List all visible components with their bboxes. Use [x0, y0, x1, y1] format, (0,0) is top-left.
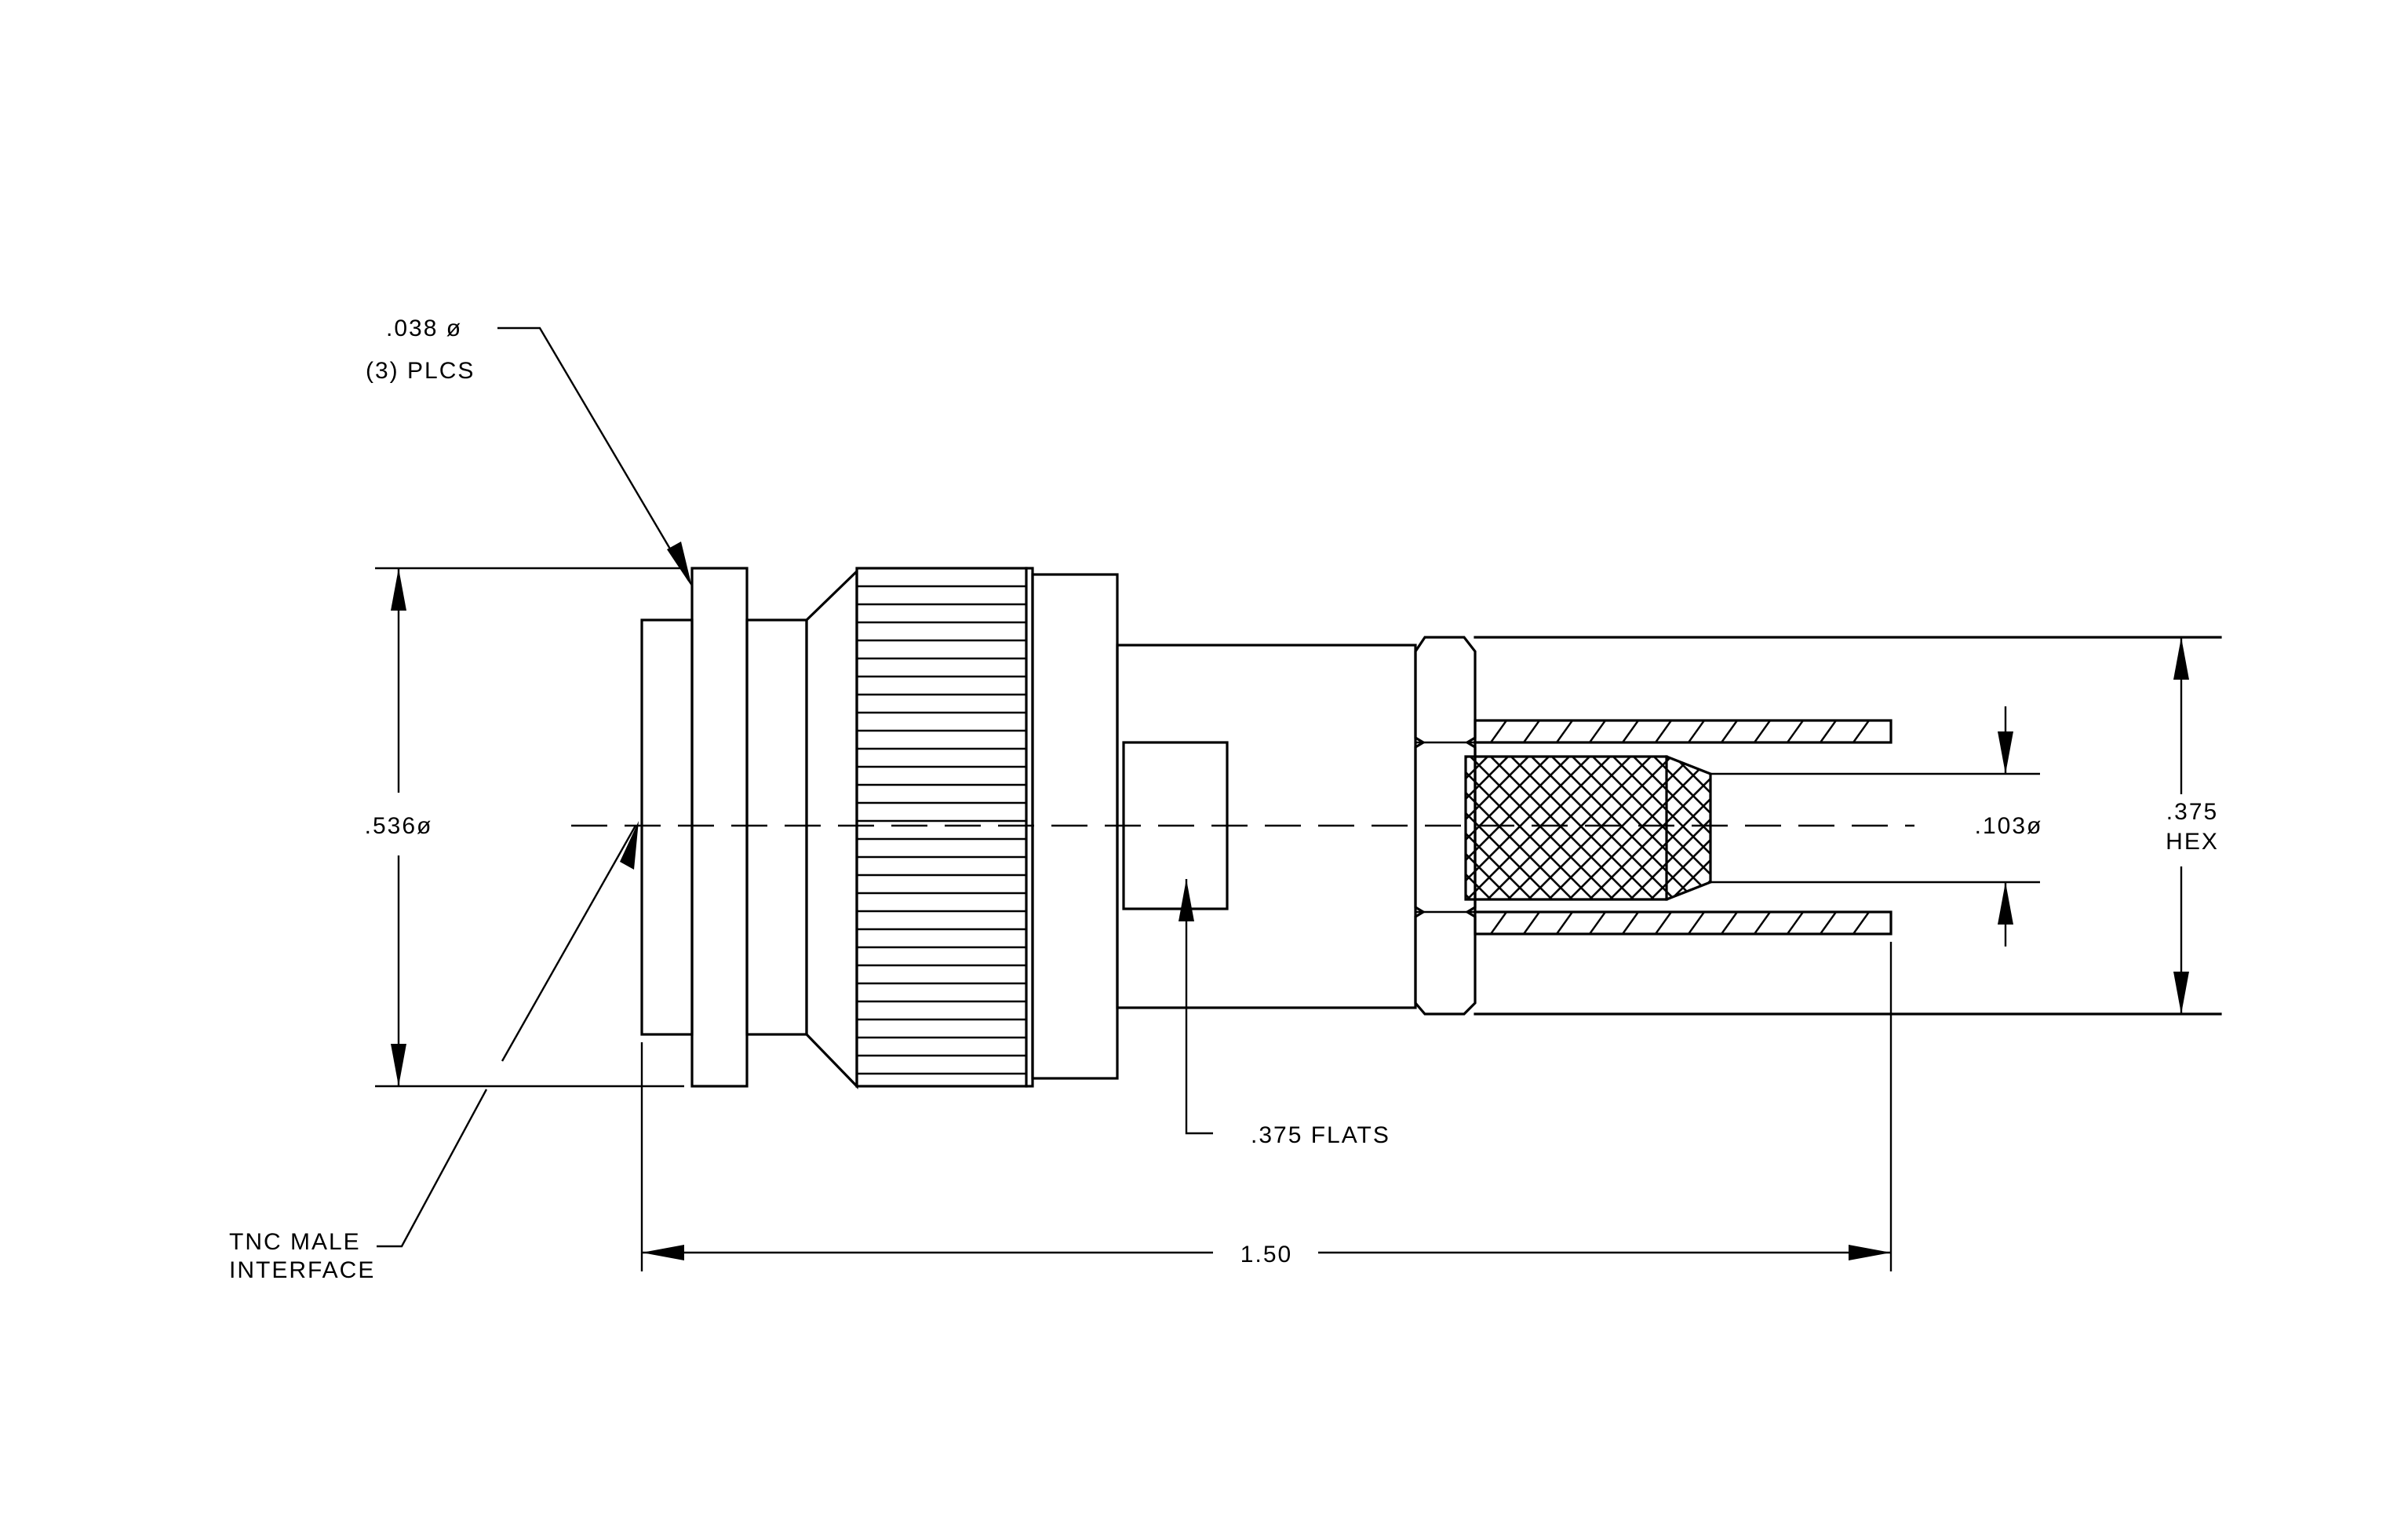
body-diameter-label: .536ø [365, 813, 433, 839]
section-hatch [1787, 911, 1804, 935]
hex-label-value: .375 [2166, 799, 2218, 825]
interface-ring [640, 618, 694, 1036]
length-label: 1.50 [1240, 1242, 1292, 1268]
section-hatch [1721, 720, 1738, 743]
section-hatch [1754, 911, 1771, 935]
section-hatch [1688, 720, 1705, 743]
center-pin [1710, 772, 2040, 884]
flats-leader: .375 FLATS [1178, 879, 1390, 1148]
section-hatch [1622, 720, 1639, 743]
section-hatch [1556, 911, 1573, 935]
insulator [1464, 755, 1712, 901]
section-hatch [1523, 720, 1540, 743]
pin-diameter-label: .103ø [1975, 813, 2043, 839]
nut-chamfer [805, 568, 858, 1089]
flats-label: .375 FLATS [1251, 1122, 1390, 1148]
section-hatch [1556, 720, 1573, 743]
extension-lines [375, 567, 1893, 1271]
section-hatch [1754, 720, 1771, 743]
hole-count-label: (3) PLCS [366, 358, 475, 384]
hole-diameter-label: .038 ø [386, 316, 462, 341]
section-hatch [1589, 911, 1606, 935]
dim-hex: .375 HEX [2166, 637, 2219, 1014]
section-hatch [1721, 911, 1738, 935]
section-hatch [1523, 911, 1540, 935]
section-hatch [1787, 720, 1804, 743]
section-hatch [1589, 720, 1606, 743]
section-hatch [1852, 720, 1870, 743]
neck [745, 618, 808, 1036]
section-hatch [1490, 720, 1507, 743]
section-hatch [1655, 720, 1672, 743]
section-hatch [1622, 911, 1639, 935]
dim-body-diameter: .536ø [365, 568, 433, 1086]
knurled-nut [855, 567, 1034, 1088]
interface-label-line2: INTERFACE [229, 1257, 375, 1283]
interface-leader: TNC MALE INTERFACE [229, 821, 639, 1283]
section-hatch [1852, 911, 1870, 935]
holes-leader: .038 ø (3) PLCS [366, 316, 692, 587]
hex-nut [1414, 636, 1477, 1016]
section-hatch [1688, 911, 1705, 935]
wrench-flats [1122, 741, 1229, 910]
interface-label-line1: TNC MALE [229, 1229, 361, 1255]
section-hatch [1820, 720, 1837, 743]
section-hatch [1655, 911, 1672, 935]
hex-label-type: HEX [2166, 829, 2219, 855]
flange [690, 567, 749, 1088]
dim-length: 1.50 [642, 1242, 1891, 1268]
dim-pin-diameter: .103ø [1975, 706, 2043, 947]
crimp-ferrule [1474, 719, 1893, 936]
section-hatch [1490, 911, 1507, 935]
section-hatch [1820, 911, 1837, 935]
